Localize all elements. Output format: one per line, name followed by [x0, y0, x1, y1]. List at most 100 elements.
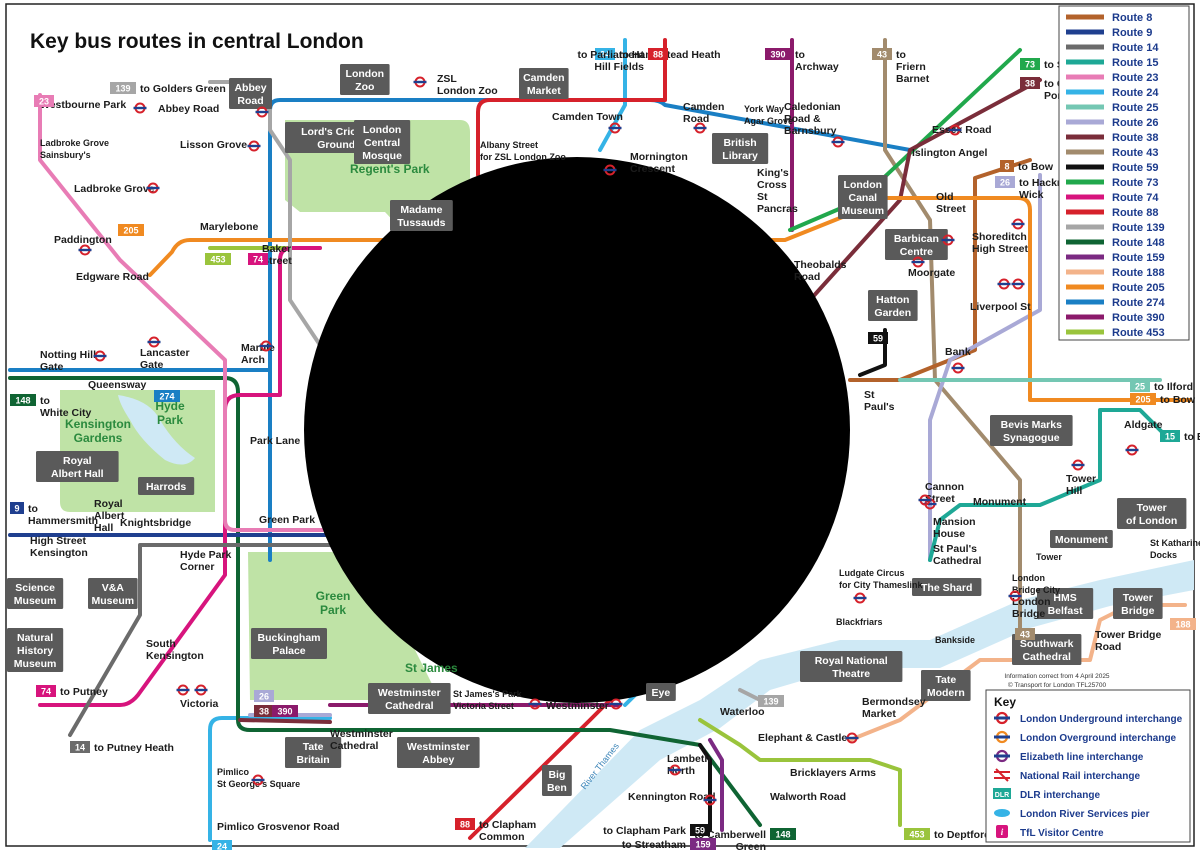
legend-label-route-14: Route 14 — [1112, 42, 1159, 54]
place-bank: Bank — [945, 346, 971, 358]
route-badge-59 — [690, 824, 710, 836]
underground-roundel-icon — [608, 122, 622, 134]
underground-roundel-icon — [1011, 278, 1025, 290]
underground-roundel-icon — [941, 234, 955, 246]
place-elephant-castle: Elephant & Castle — [758, 732, 847, 744]
key-label-london-underground-interchange: London Underground interchange — [1020, 714, 1183, 725]
parks-layer — [60, 120, 470, 700]
route-badge-label: 390 — [277, 707, 292, 717]
place-blackfriars: Blackfriars — [836, 617, 883, 627]
route-badge-148 — [10, 394, 36, 406]
underground-roundel-icon — [528, 698, 542, 710]
underground-roundel-icon — [693, 122, 707, 134]
terminal-text: to Ilford — [1154, 381, 1193, 393]
route-badge-9 — [10, 502, 24, 514]
route-badge-label: 205 — [123, 226, 138, 236]
key-label-national-rail-interchange: National Rail interchange — [1020, 771, 1140, 782]
route-badge-label: 73 — [1025, 60, 1035, 70]
legend-label-route-25: Route 25 — [1112, 102, 1158, 114]
symbol-key-title: Key — [994, 695, 1016, 709]
route-badge-label: 74 — [41, 687, 51, 697]
route-205-line — [148, 196, 1192, 402]
terminal-text: to Deptford — [934, 829, 991, 841]
legend-label-route-26: Route 26 — [1112, 117, 1158, 129]
route-38-line — [808, 78, 1042, 302]
route-badge-390 — [765, 48, 791, 60]
underground-roundel-icon — [853, 592, 867, 604]
route-23-line — [38, 93, 332, 532]
underground-roundel-icon — [194, 684, 208, 696]
landmark-label: Harrods — [146, 481, 186, 493]
legend-label-route-73: Route 73 — [1112, 177, 1158, 189]
route-badge-73 — [1020, 58, 1040, 70]
underground-roundel-icon — [413, 76, 427, 88]
route-15-line — [928, 408, 1172, 562]
route-badge-205 — [1130, 393, 1156, 405]
terminal-text: to Streatham — [622, 839, 686, 850]
terminal-text: to Bow — [1160, 394, 1196, 406]
place-kennington-road: Kennington Road — [628, 791, 716, 803]
route-badge-label: 188 — [1175, 620, 1190, 630]
underground-roundel-icon — [1011, 218, 1025, 230]
route-badge-139 — [110, 82, 136, 94]
place-essex-road: Essex Road — [932, 124, 992, 136]
route-badge-label: 15 — [1165, 432, 1175, 442]
route-badge-label: 88 — [653, 50, 663, 60]
legend-label-route-43: Route 43 — [1112, 147, 1158, 159]
interchange-icons — [78, 76, 1139, 806]
svg-text:DLR: DLR — [995, 792, 1009, 799]
route-38-west-line — [238, 718, 332, 724]
occlusion-disc — [304, 157, 850, 703]
route-badge-label: 453 — [210, 255, 225, 265]
landmark-label: Monument — [1055, 534, 1109, 546]
route-badge-label: 453 — [909, 830, 924, 840]
legend-label-route-15: Route 15 — [1112, 57, 1158, 69]
place-bricklayers-arms: Bricklayers Arms — [790, 767, 876, 779]
legend-label-route-23: Route 23 — [1112, 72, 1158, 84]
key-label-elizabeth-line-interchange: Elizabeth line interchange — [1020, 752, 1144, 763]
legend-label-route-9: Route 9 — [1112, 27, 1152, 39]
legend-label-route-59: Route 59 — [1112, 162, 1158, 174]
place-monument: Monument — [973, 496, 1027, 508]
route-badge-274 — [154, 390, 180, 402]
place-ladbroke-grove: Ladbroke Grove — [74, 183, 155, 195]
place-abbey-road: Abbey Road — [158, 103, 219, 115]
route-badge-label: 26 — [259, 692, 269, 702]
landmark-monument: Monument — [1050, 530, 1113, 548]
key-label-london-overground-interchange: London Overground interchange — [1020, 733, 1177, 744]
